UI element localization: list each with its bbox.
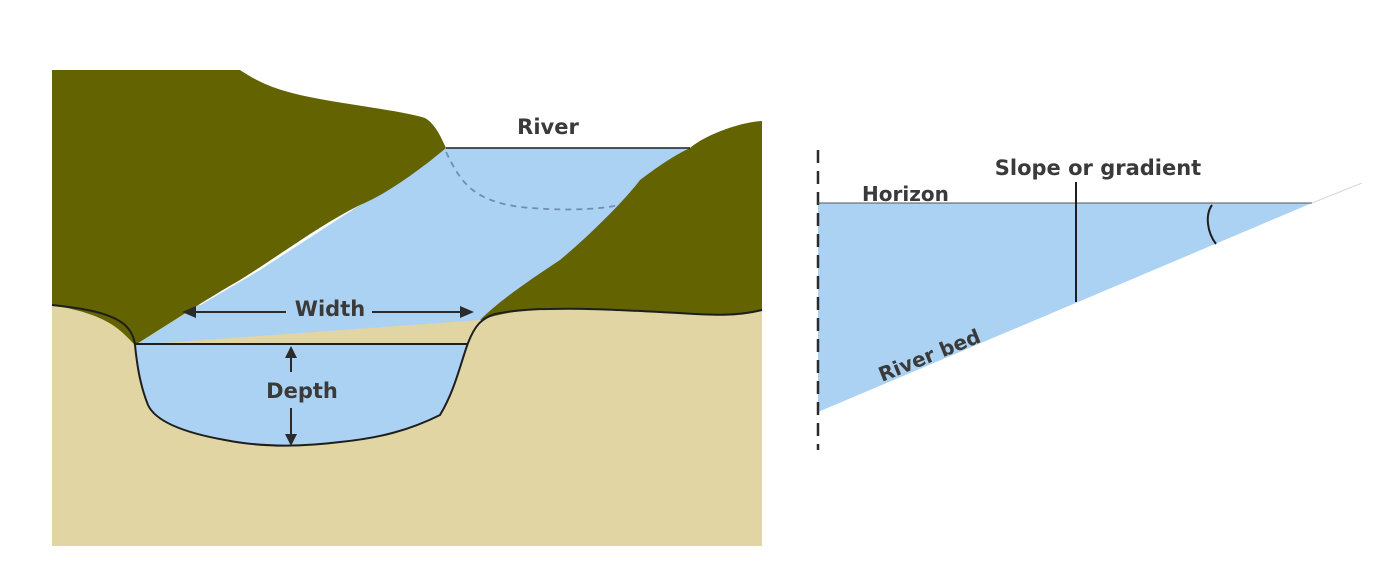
river-cross-section: River Width Depth [51, 70, 763, 546]
right-bank [480, 121, 762, 320]
slope-label: Slope or gradient [995, 156, 1201, 180]
horizon-label: Horizon [862, 182, 949, 206]
river-bed-line [1311, 182, 1363, 204]
river-label: River [517, 115, 579, 139]
river-dashed-contour [445, 151, 621, 211]
gradient-water-wedge [818, 203, 1312, 412]
depth-label: Depth [266, 379, 338, 403]
slope-angle-arc [1206, 204, 1217, 245]
width-arrow [182, 306, 474, 318]
channel-water [135, 343, 468, 446]
river-gradient-diagram: Slope or gradient Horizon River bed [816, 150, 1363, 450]
depth-arrow [285, 346, 297, 446]
left-bank [52, 70, 446, 345]
river-surface-water [135, 148, 690, 345]
width-label: Width [295, 297, 365, 321]
